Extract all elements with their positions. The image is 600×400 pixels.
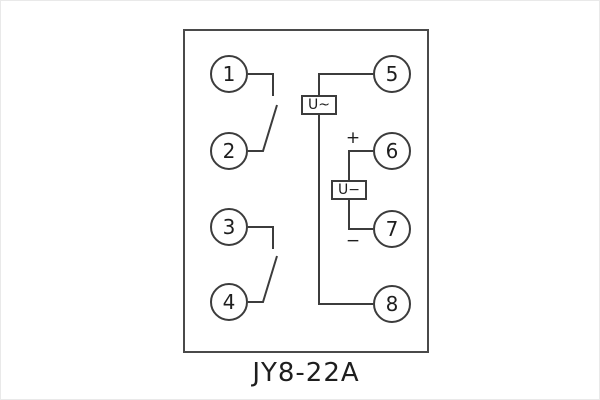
- plus-polarity-label: +: [345, 128, 361, 148]
- wire-terminal3-hook: [248, 226, 274, 249]
- terminal-7: 7: [373, 210, 411, 248]
- wire-terminal1-hook: [248, 73, 274, 96]
- terminal-1: 1: [210, 55, 248, 93]
- terminal-4: 4: [210, 283, 248, 321]
- wire-terminal4-blade: [248, 255, 278, 303]
- terminal-8: 8: [373, 285, 411, 323]
- device-outline: [183, 29, 429, 353]
- terminal-2: 2: [210, 132, 248, 170]
- wire-terminal2-blade: [248, 104, 278, 152]
- minus-polarity-label: −: [345, 231, 361, 251]
- terminal-6: 6: [373, 132, 411, 170]
- model-caption: JY8-22A: [252, 358, 360, 388]
- ac-voltage-box: U~: [301, 95, 337, 115]
- terminal-5: 5: [373, 55, 411, 93]
- terminal-3: 3: [210, 208, 248, 246]
- dc-voltage-box: U−: [331, 180, 367, 200]
- wire-ac-bus: [318, 73, 373, 305]
